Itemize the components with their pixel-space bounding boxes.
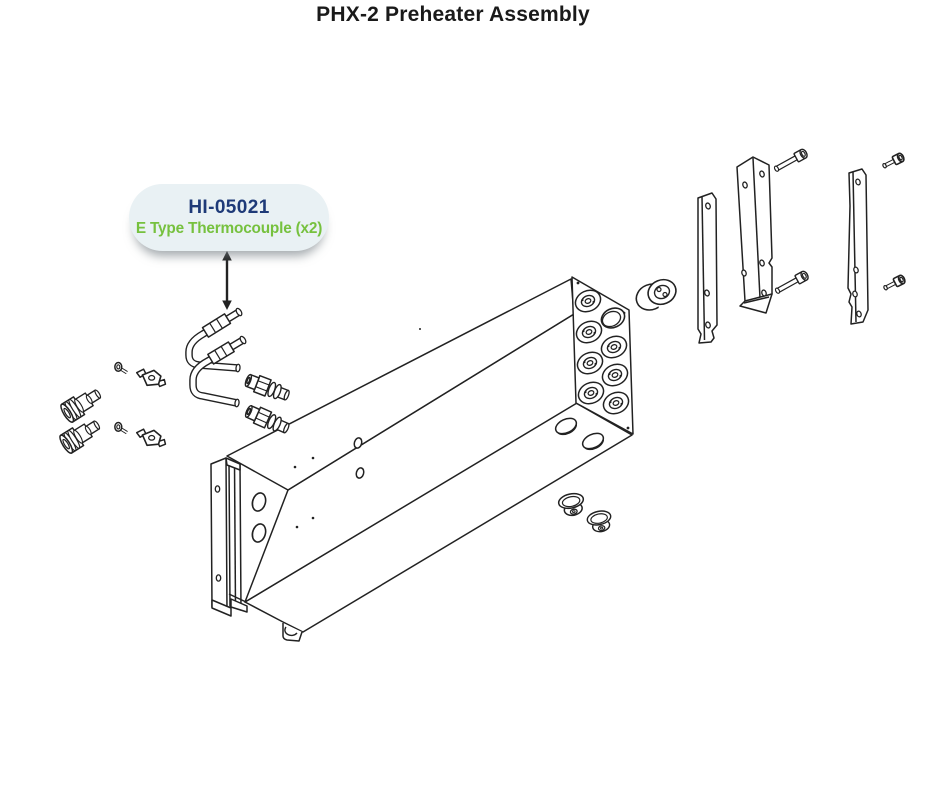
cap-screws (773, 148, 810, 296)
grommet-plugs (556, 490, 615, 535)
callout-arrow (222, 251, 232, 310)
part-name: E Type Thermocouple (x2) (135, 220, 323, 237)
part-callout: HI-05021 E Type Thermocouple (x2) (129, 184, 329, 251)
front-face-ports (251, 328, 421, 543)
channel-bracket (736, 156, 773, 314)
set-screws (881, 152, 906, 292)
thermocouple-probes (185, 307, 247, 408)
mounting-bar-2 (847, 168, 869, 325)
reducer-plugs (57, 383, 106, 456)
part-number: HI-05021 (188, 197, 270, 218)
compression-fittings (242, 370, 293, 438)
diagram-title: PHX-2 Preheater Assembly (316, 3, 590, 26)
preheater-body (210, 278, 633, 642)
left-mounting-flange (210, 457, 248, 617)
screw-clip-pairs (113, 360, 168, 449)
mounting-bar-1 (697, 192, 718, 344)
bottom-tab (282, 623, 303, 642)
open-port-hole (600, 307, 626, 329)
bushing-grommet (635, 277, 677, 311)
end-plate (571, 276, 634, 435)
